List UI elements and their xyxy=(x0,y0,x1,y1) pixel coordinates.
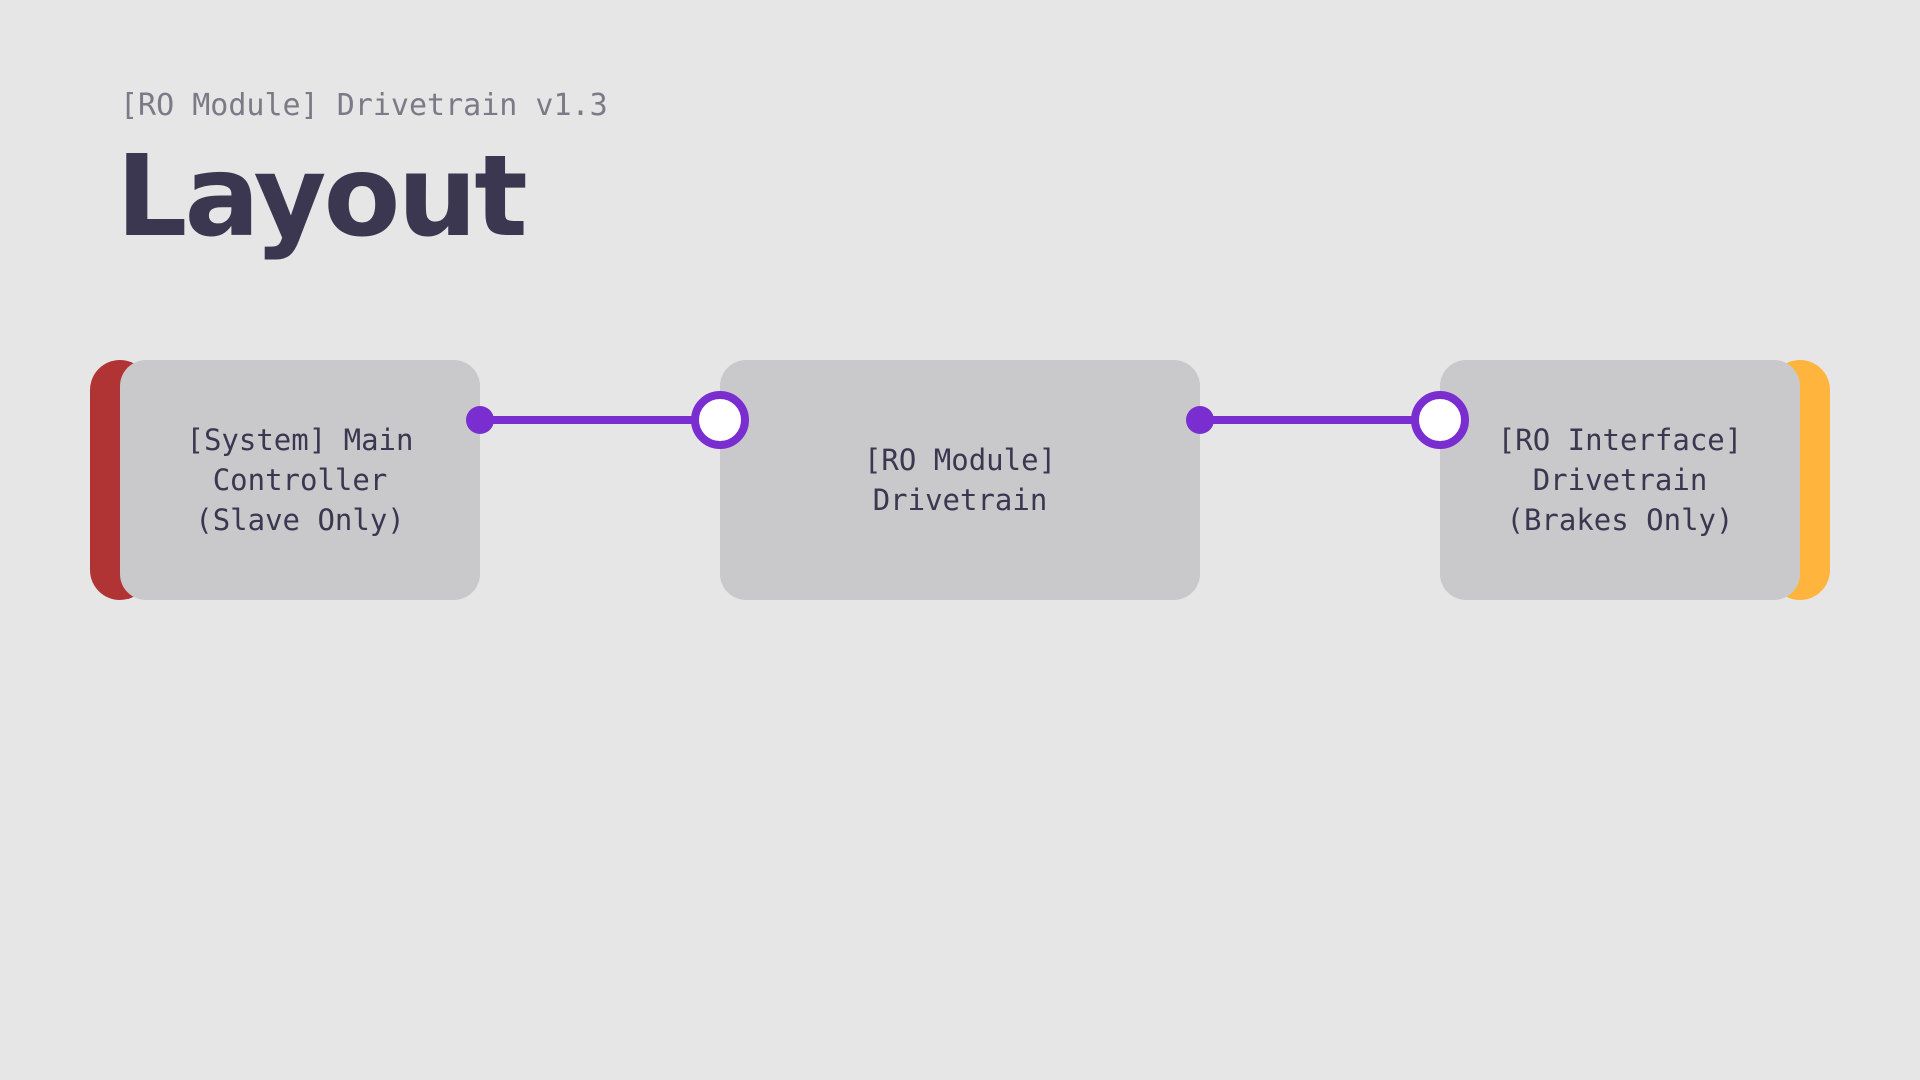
node-ro-interface-drivetrain[interactable]: [RO Interface] Drivetrain (Brakes Only) xyxy=(1440,360,1830,600)
node-system-main-controller[interactable]: [System] Main Controller (Slave Only) xyxy=(90,360,480,600)
node-label: [System] Main Controller (Slave Only) xyxy=(186,423,414,537)
page-subtitle: [RO Module] Drivetrain v1.3 xyxy=(120,88,608,123)
page-title: Layout xyxy=(116,132,528,262)
node-box: [System] Main Controller (Slave Only) xyxy=(120,360,480,600)
edge-main-controller-to-module xyxy=(466,391,749,449)
node-box: [RO Interface] Drivetrain (Brakes Only) xyxy=(1440,360,1800,600)
node-label: [RO Interface] Drivetrain (Brakes Only) xyxy=(1497,423,1743,537)
edge-module-to-interface xyxy=(1186,391,1469,449)
node-ro-module-drivetrain[interactable]: [RO Module] Drivetrain xyxy=(720,360,1200,600)
node-label: [RO Module] Drivetrain xyxy=(863,443,1057,517)
node-box: [RO Module] Drivetrain xyxy=(720,360,1200,600)
